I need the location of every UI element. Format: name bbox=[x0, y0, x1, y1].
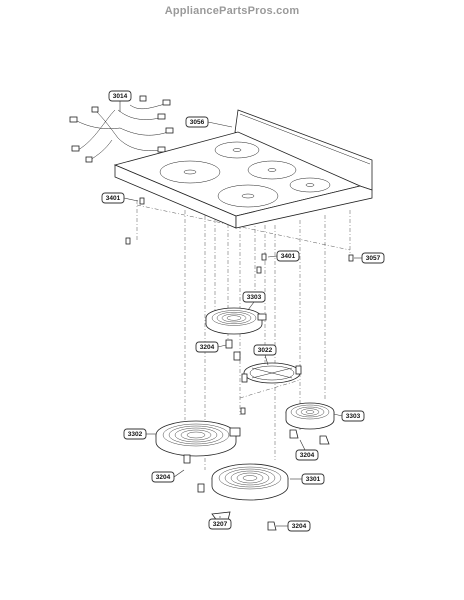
svg-text:3303: 3303 bbox=[247, 294, 262, 301]
radiant-element-small-upper[interactable] bbox=[205, 307, 267, 335]
callout-3014[interactable]: 3014 bbox=[108, 90, 132, 102]
watermark: AppliancePartsPros.com bbox=[164, 5, 300, 17]
svg-text:3204: 3204 bbox=[156, 474, 171, 481]
clip-bottom[interactable] bbox=[267, 521, 277, 531]
clip-upper[interactable] bbox=[225, 339, 241, 361]
callout-3301[interactable]: 3301 bbox=[301, 473, 325, 485]
svg-text:3204: 3204 bbox=[200, 344, 215, 351]
callout-3303-upper[interactable]: 3303 bbox=[242, 291, 266, 303]
svg-text:3301: 3301 bbox=[306, 476, 321, 483]
callout-3204-bottom[interactable]: 3204 bbox=[287, 520, 311, 532]
alignment-lines bbox=[136, 200, 351, 470]
callout-3207[interactable]: 3207 bbox=[208, 518, 232, 530]
clip-left[interactable] bbox=[183, 454, 205, 493]
svg-text:3302: 3302 bbox=[128, 431, 143, 438]
radiant-element-small-right[interactable] bbox=[285, 402, 335, 430]
svg-text:3014: 3014 bbox=[113, 93, 128, 100]
callout-3057[interactable]: 3057 bbox=[361, 252, 385, 264]
svg-text:3401: 3401 bbox=[106, 195, 121, 202]
svg-text:3303: 3303 bbox=[346, 413, 361, 420]
callout-3302[interactable]: 3302 bbox=[123, 428, 147, 440]
cooktop-glass[interactable] bbox=[113, 109, 373, 229]
callout-3204-left[interactable]: 3204 bbox=[151, 471, 175, 483]
callout-3204-right[interactable]: 3204 bbox=[295, 449, 319, 461]
radiant-element-large-left[interactable] bbox=[155, 420, 241, 457]
callout-3056[interactable]: 3056 bbox=[185, 116, 209, 128]
radiant-element-large-bottom[interactable] bbox=[211, 463, 289, 501]
svg-text:3056: 3056 bbox=[190, 119, 205, 126]
wire-harness[interactable] bbox=[69, 95, 174, 163]
svg-text:3057: 3057 bbox=[366, 255, 381, 262]
svg-text:3022: 3022 bbox=[258, 347, 273, 354]
svg-text:3401: 3401 bbox=[281, 253, 296, 260]
leader-lines bbox=[119, 101, 362, 527]
element-bracket[interactable] bbox=[241, 362, 302, 384]
callout-3401-top[interactable]: 3401 bbox=[101, 192, 125, 204]
clip-right[interactable] bbox=[289, 429, 330, 445]
svg-text:3204: 3204 bbox=[292, 523, 307, 530]
callout-3022[interactable]: 3022 bbox=[253, 344, 277, 356]
svg-text:3207: 3207 bbox=[213, 521, 228, 528]
callout-3303-right[interactable]: 3303 bbox=[341, 410, 365, 422]
callout-3204-upper[interactable]: 3204 bbox=[195, 341, 219, 353]
screws bbox=[125, 197, 354, 415]
callout-3401-mid[interactable]: 3401 bbox=[276, 250, 300, 262]
svg-text:3204: 3204 bbox=[300, 452, 315, 459]
